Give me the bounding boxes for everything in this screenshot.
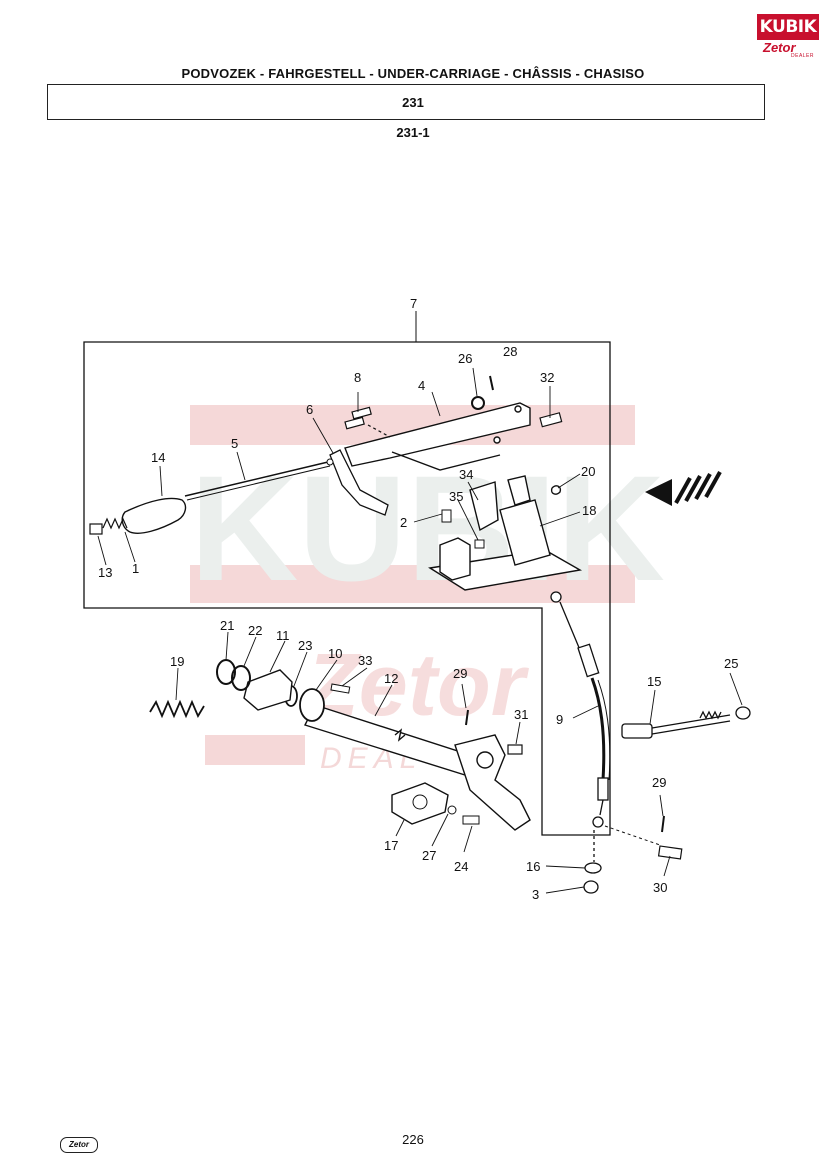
nut-3 xyxy=(583,880,599,894)
rod-15 xyxy=(621,706,751,739)
section-number: 231 xyxy=(402,95,424,110)
pin-28 xyxy=(489,375,494,391)
bearing-housing-11 xyxy=(243,669,293,711)
callout-30: 30 xyxy=(653,880,667,895)
section-box xyxy=(47,84,765,120)
callout-19: 19 xyxy=(170,654,184,669)
washer-16 xyxy=(584,862,602,874)
washer-27 xyxy=(447,805,457,815)
brake-cable xyxy=(550,591,611,862)
watermark-text: KUBIK xyxy=(190,444,665,612)
callout-34: 34 xyxy=(459,467,473,482)
callout-10: 10 xyxy=(328,646,342,661)
ring-26 xyxy=(471,396,485,410)
callout-7: 7 xyxy=(410,296,417,311)
assembly-outline xyxy=(83,341,611,836)
callout-11: 11 xyxy=(276,628,290,643)
callout-29-lower: 29 xyxy=(652,775,666,790)
callout-17: 17 xyxy=(384,838,398,853)
callout-25: 25 xyxy=(724,656,738,671)
pin-29-upper xyxy=(465,709,469,726)
page-number: 226 xyxy=(402,1132,424,1147)
callout-33: 33 xyxy=(358,653,372,668)
pin-33 xyxy=(330,683,351,694)
lever-bracket xyxy=(428,475,583,591)
footer-logo: Zetor xyxy=(60,1137,98,1153)
callout-12: 12 xyxy=(384,671,398,686)
callout-18: 18 xyxy=(582,503,596,518)
callout-21: 21 xyxy=(220,618,234,633)
callout-9: 9 xyxy=(556,712,563,727)
callout-4: 4 xyxy=(418,378,425,393)
bolt-2 xyxy=(441,509,452,523)
pawl-part xyxy=(329,449,389,516)
callout-16: 16 xyxy=(526,859,540,874)
callout-27: 27 xyxy=(422,848,436,863)
callout-35: 35 xyxy=(449,489,463,504)
callout-2: 2 xyxy=(400,515,407,530)
callout-29-upper: 29 xyxy=(453,666,467,681)
logo-bottom-text: Zetor xyxy=(763,40,796,55)
callout-labels: 7 26 28 8 4 32 6 5 14 34 20 35 18 2 13 1… xyxy=(98,296,738,902)
hand-brake-lever xyxy=(344,402,531,471)
callout-15: 15 xyxy=(647,674,661,689)
watermark: KUBIK Zetor DEAL xyxy=(190,405,665,775)
handle-grip xyxy=(121,497,187,534)
callout-1: 1 xyxy=(132,561,139,576)
bolt-24 xyxy=(462,815,480,825)
callout-13: 13 xyxy=(98,565,112,580)
callout-31: 31 xyxy=(514,707,528,722)
callout-3: 3 xyxy=(532,887,539,902)
nut-35 xyxy=(474,539,485,549)
callout-26: 26 xyxy=(458,351,472,366)
bolt-8 xyxy=(344,406,391,438)
callout-20: 20 xyxy=(581,464,595,479)
bolt-31 xyxy=(507,744,523,755)
callout-24: 24 xyxy=(454,859,468,874)
logo-top-text: KUBIK xyxy=(757,14,819,40)
release-rod xyxy=(184,458,334,501)
callout-6: 6 xyxy=(306,402,313,417)
logo-dealer-text: DEALER xyxy=(791,53,815,59)
callout-28: 28 xyxy=(503,344,517,359)
callout-14: 14 xyxy=(151,450,165,465)
ring-22 xyxy=(231,665,251,691)
pin-30 xyxy=(657,845,683,860)
direction-arrow-icon xyxy=(645,471,722,506)
bushing-10 xyxy=(299,688,325,722)
spring-19 xyxy=(149,699,205,719)
pin-29-lower xyxy=(661,815,665,833)
callout-32: 32 xyxy=(540,370,554,385)
callout-23: 23 xyxy=(298,638,312,653)
callout-22: 22 xyxy=(248,623,262,638)
callout-5: 5 xyxy=(231,436,238,451)
leader-lines xyxy=(97,367,743,894)
subsection-number: 231-1 xyxy=(396,125,430,140)
page-title: PODVOZEK - FAHRGESTELL - UNDER-CARRIAGE … xyxy=(181,66,645,81)
dealer-logo: KUBIK Zetor DEALER xyxy=(757,14,819,60)
handle-spring xyxy=(89,517,128,535)
callout-8: 8 xyxy=(354,370,361,385)
clip-20 xyxy=(550,485,562,495)
